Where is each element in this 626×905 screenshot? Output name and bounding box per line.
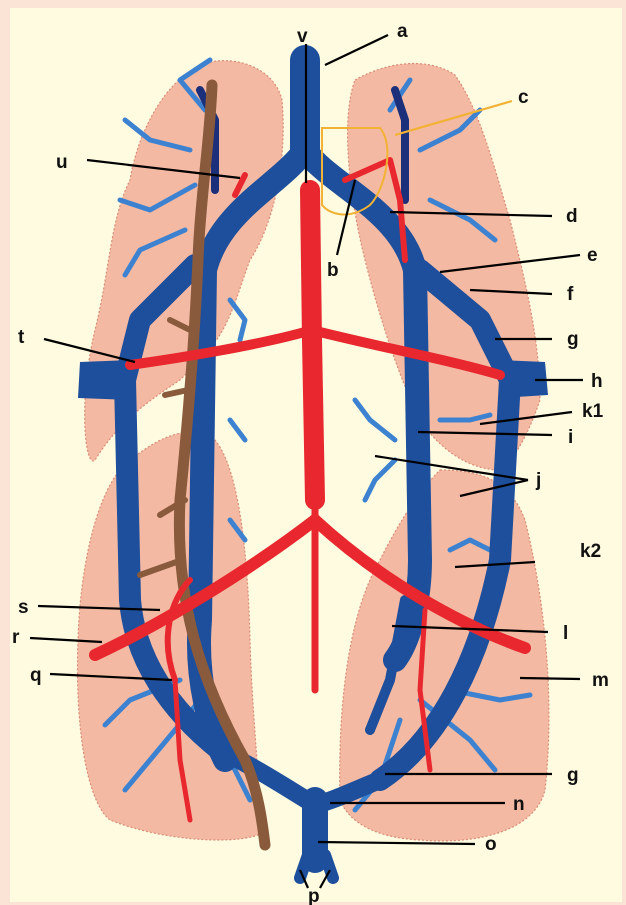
label-q: q [30, 665, 42, 686]
label-g-upper: g [567, 329, 579, 350]
label-k2: k2 [580, 541, 601, 562]
label-v: v [297, 26, 308, 47]
label-g-lower: g [567, 765, 579, 786]
label-r: r [12, 627, 20, 648]
label-e: e [587, 245, 598, 266]
label-a: a [397, 21, 408, 42]
artery-v-trunk [310, 190, 315, 500]
label-m: m [592, 670, 609, 691]
label-k1: k1 [582, 401, 604, 422]
label-j: j [535, 470, 541, 491]
label-l: l [563, 623, 568, 644]
label-n: n [513, 794, 525, 815]
vessel-p-right [325, 855, 333, 878]
label-s: s [18, 597, 29, 618]
label-u: u [56, 152, 68, 173]
label-d: d [566, 206, 578, 227]
label-p: p [308, 886, 320, 905]
vessel-t-bulge [78, 360, 132, 400]
label-h: h [591, 371, 603, 392]
label-t: t [18, 327, 25, 348]
label-o: o [485, 834, 497, 855]
label-f: f [567, 284, 574, 305]
label-c: c [518, 87, 529, 108]
label-b: b [327, 260, 339, 281]
label-i: i [568, 427, 573, 448]
leader-m [520, 678, 580, 679]
